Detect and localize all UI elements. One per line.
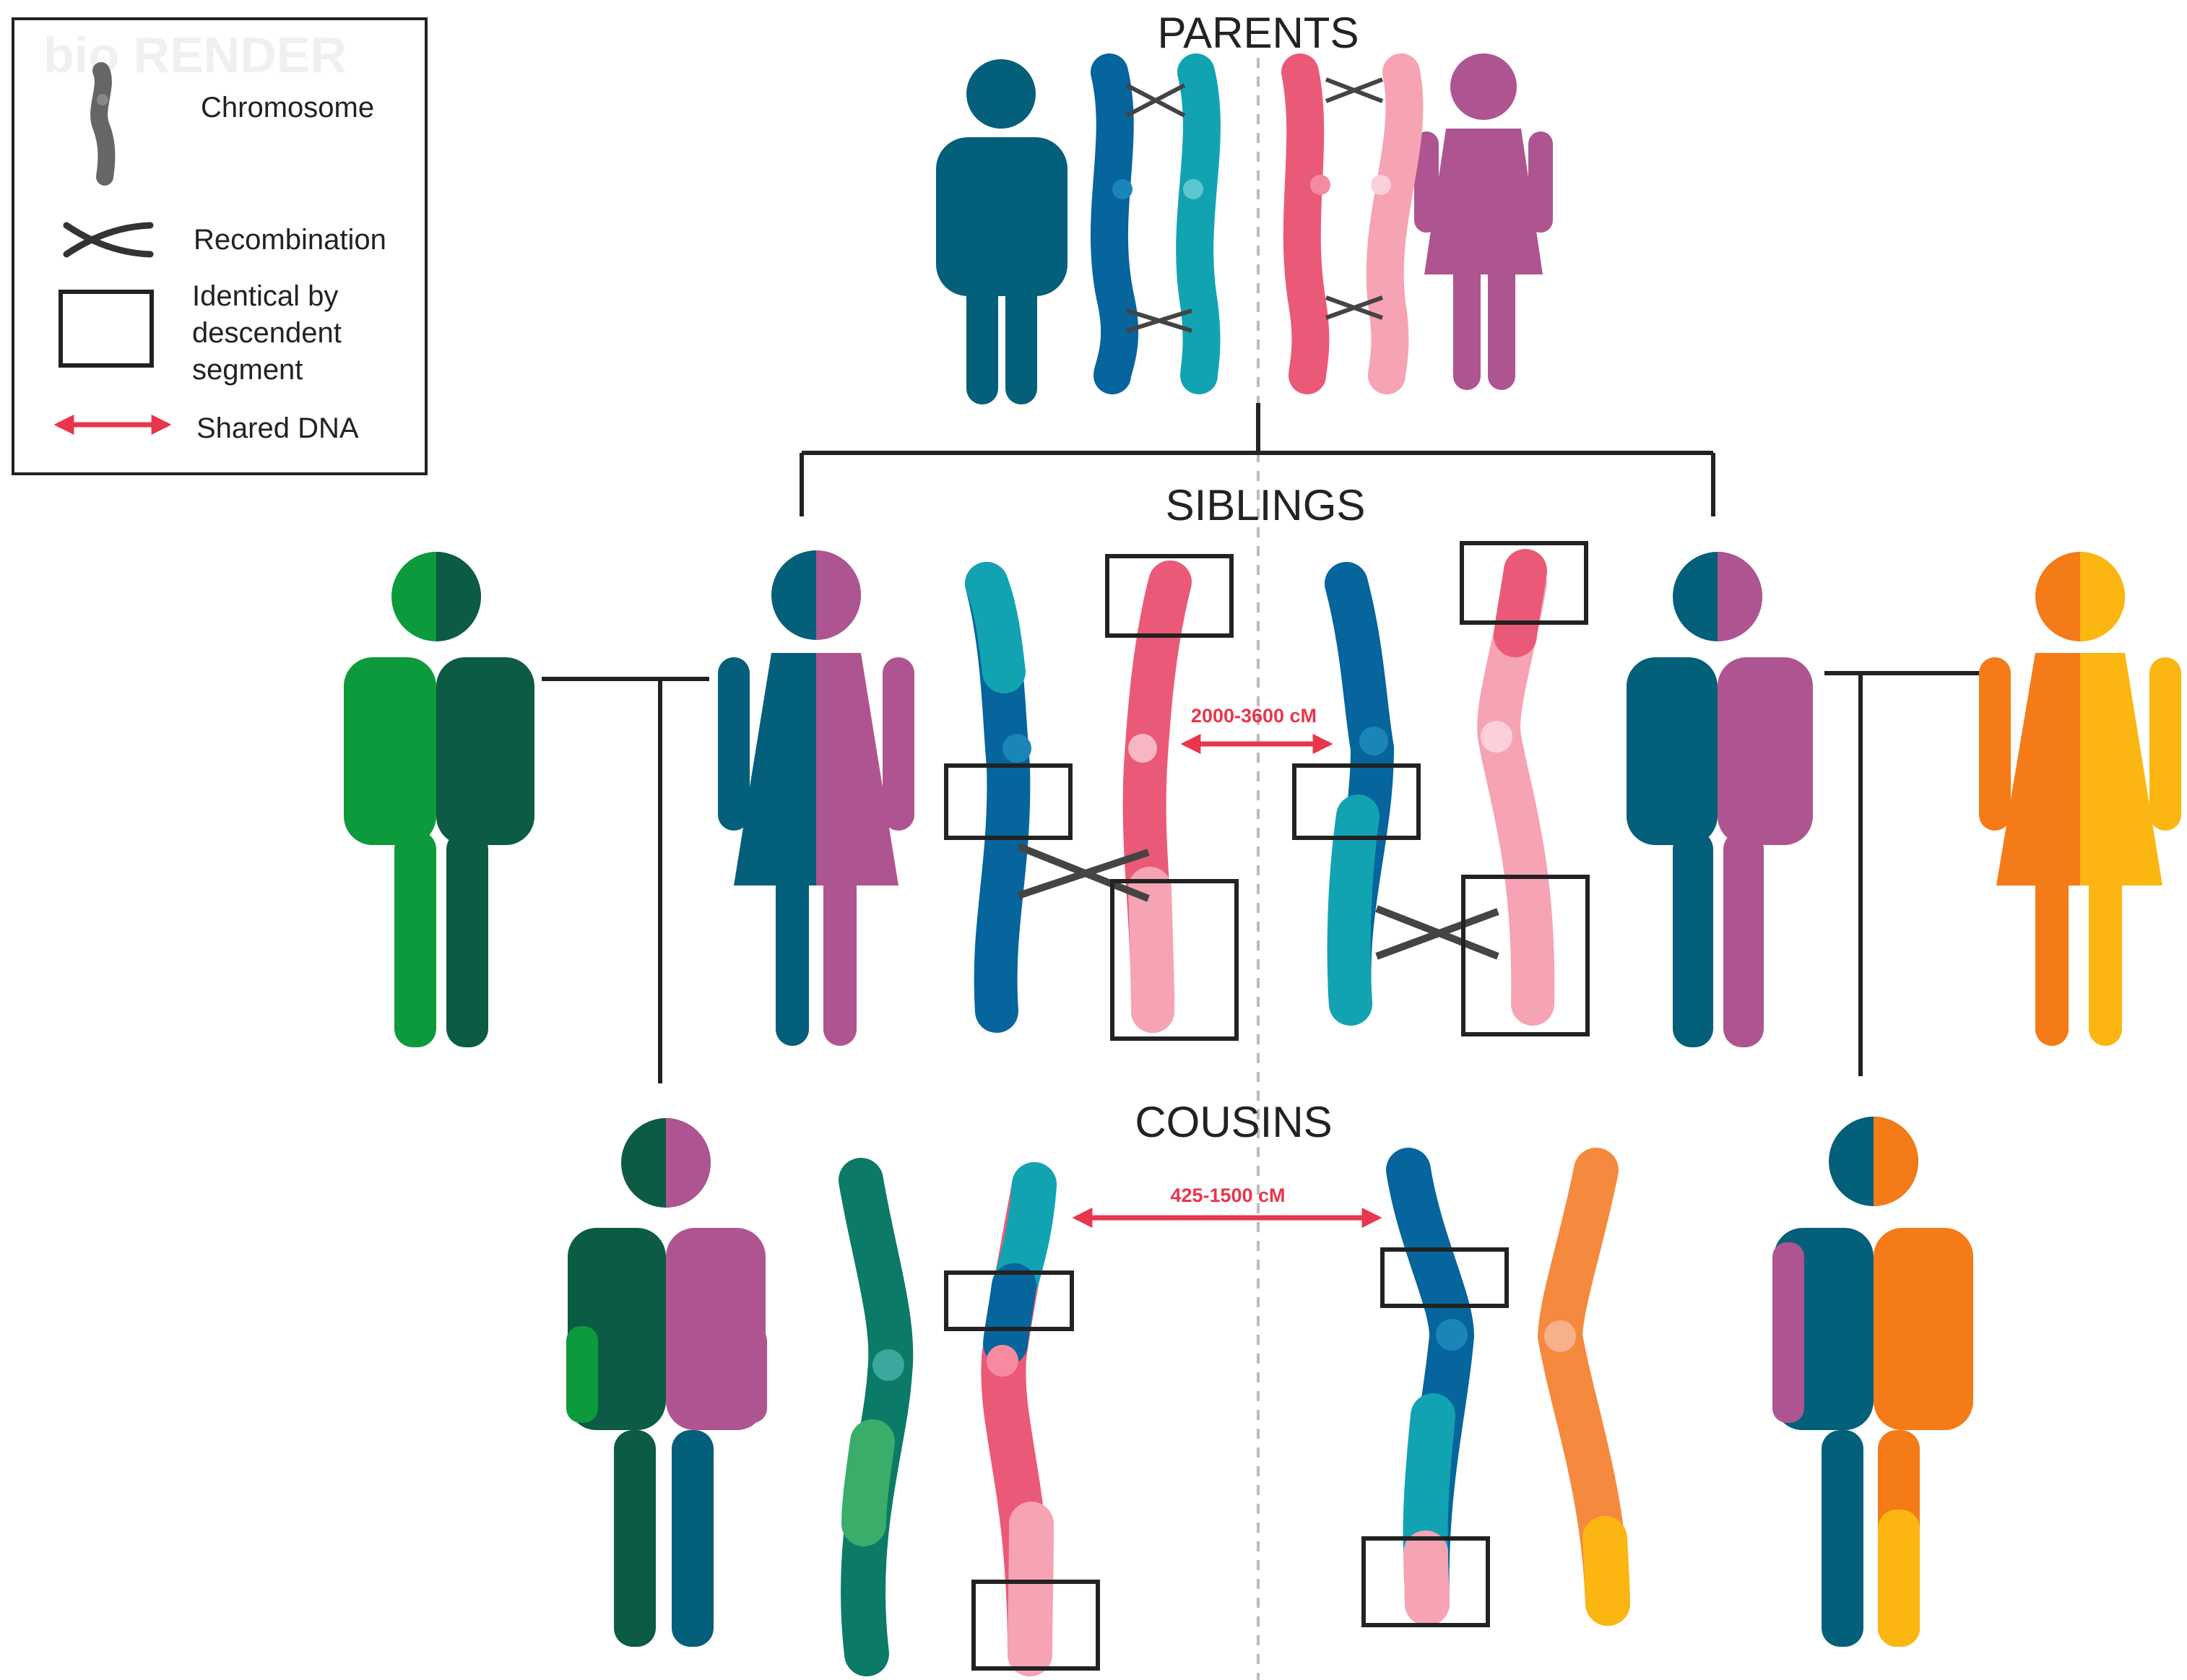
- legend-label-recombination: Recombination: [194, 224, 386, 256]
- sibling-sister-figure: [718, 550, 914, 1046]
- cousin-left-figure: [566, 1118, 767, 1647]
- legend-label-ibd-2: descendent: [192, 317, 342, 349]
- ibd-box: [1292, 763, 1421, 840]
- ibd-box-icon: [59, 290, 154, 368]
- ibd-box: [1380, 1247, 1509, 1308]
- legend-label-ibd-1: Identical by: [192, 280, 338, 312]
- legend-watermark: bio RENDER: [43, 27, 347, 83]
- cousin-right-chromosomes: [1361, 1148, 1630, 1627]
- siblings-shared-dna: 2000-3600 cM: [1180, 705, 1333, 754]
- ibd-box: [1361, 1536, 1490, 1627]
- cousins-shared-dna: 425-1500 cM: [1072, 1185, 1382, 1228]
- chromosome-centromere-icon: [97, 94, 108, 105]
- ibd-box: [1461, 875, 1590, 1036]
- sibling-brother-chromosomes: [1292, 541, 1590, 1036]
- ibd-box: [1460, 541, 1588, 625]
- ibd-box: [944, 763, 1073, 840]
- cousin-right-figure: [1772, 1117, 1973, 1647]
- ibd-box: [1110, 879, 1239, 1041]
- chromosome-icon: [90, 62, 116, 186]
- pedigree-lines: [542, 403, 1988, 1083]
- sibling-brother-figure: [1627, 552, 1813, 1047]
- legend-label-ibd-3: segment: [192, 354, 303, 386]
- father-chromosome-pair: [1090, 53, 1221, 394]
- ibd-box: [1105, 554, 1234, 638]
- legend-label-shared-dna: Shared DNA: [196, 412, 359, 444]
- heading-parents: PARENTS: [1158, 9, 1359, 57]
- mother-chromosome-pair: [1281, 53, 1424, 394]
- heading-siblings: SIBLINGS: [1166, 481, 1366, 529]
- recombination-cross-icon: [63, 222, 154, 258]
- legend: bio RENDER Chromosome Recombination Iden…: [12, 17, 428, 475]
- mother-figure: [1414, 53, 1553, 390]
- cousins-shared-cm: 425-1500 cM: [1170, 1185, 1285, 1206]
- siblings-shared-cm: 2000-3600 cM: [1191, 705, 1317, 727]
- spouse-left-figure: [344, 552, 534, 1047]
- spouse-right-figure: [1979, 552, 2181, 1046]
- heading-cousins: COUSINS: [1135, 1098, 1332, 1146]
- cousin-left-chromosomes: [839, 1158, 1100, 1676]
- legend-label-chromosome: Chromosome: [201, 92, 374, 124]
- sibling-sister-chromosomes: [944, 554, 1239, 1041]
- father-figure: [936, 59, 1067, 404]
- ibd-box: [944, 1270, 1074, 1331]
- ibd-box: [971, 1580, 1100, 1671]
